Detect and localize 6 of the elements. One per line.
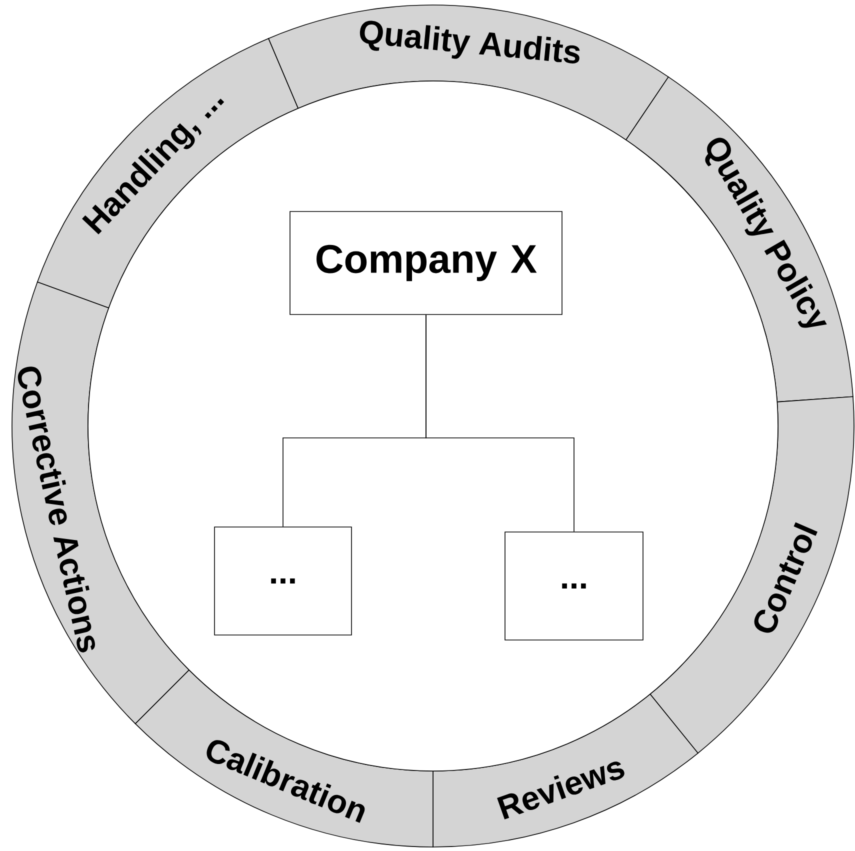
org-box: ... [214, 526, 352, 636]
ring-segment: Quality Audits [268, 4, 669, 140]
org-box: Company X [290, 211, 562, 315]
org-box: ... [504, 532, 644, 640]
ring-segment: Corrective Actions [12, 282, 190, 724]
connector [426, 314, 574, 532]
